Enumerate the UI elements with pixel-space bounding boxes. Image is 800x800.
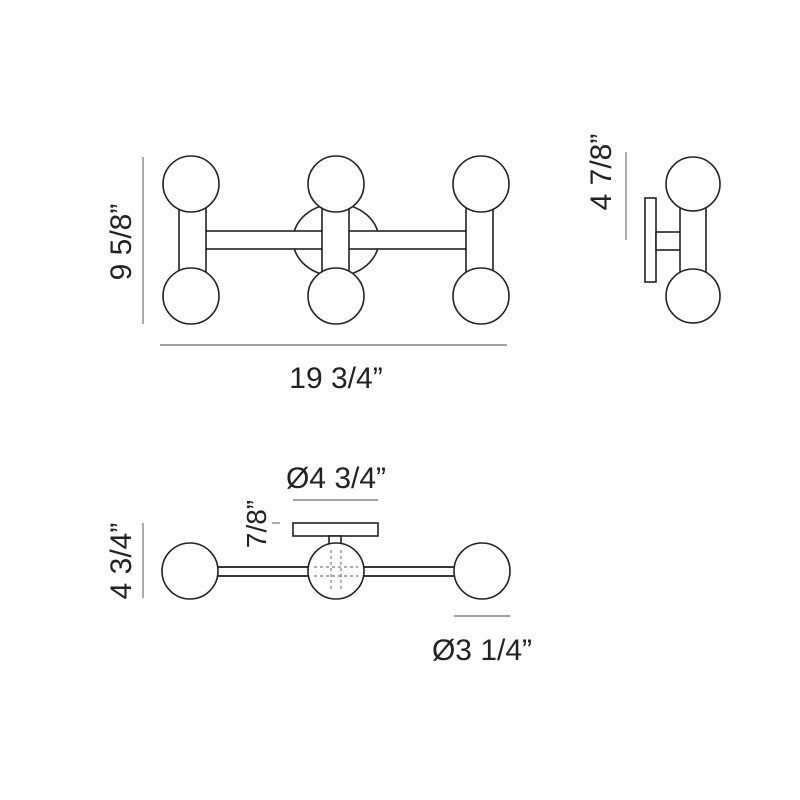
globe-diameter-label: Ø3 1/4” <box>432 634 532 667</box>
top-height-label: 4 3/4” <box>105 523 138 600</box>
front-globe-bottom-center <box>307 267 365 325</box>
side-depth-label: 4 7/8” <box>585 134 618 211</box>
side-globe-bottom <box>665 268 721 324</box>
front-globe-top-center <box>307 155 365 213</box>
front-stem-center <box>321 204 350 276</box>
front-height-label: 9 5/8” <box>105 204 138 281</box>
top-globe-center <box>307 542 365 600</box>
side-view: 4 7/8” <box>585 134 721 324</box>
front-view: 9 5/8” 19 3/4” <box>105 155 510 395</box>
side-globe-top <box>665 156 721 212</box>
top-canopy-diameter-label: Ø4 3/4” <box>286 462 386 495</box>
side-wall-plate <box>644 197 657 283</box>
top-globe-right <box>453 542 511 600</box>
top-view: Ø4 3/4” 7/8” 4 3/4” Ø3 1/4” <box>105 462 532 667</box>
front-globe-top-left <box>162 155 220 213</box>
top-canopy-depth-label: 7/8” <box>241 500 272 548</box>
side-stem <box>679 204 707 276</box>
front-stem-left <box>178 204 207 276</box>
top-canopy <box>292 522 379 537</box>
front-globe-bottom-left <box>162 267 220 325</box>
top-globe-left <box>161 542 219 600</box>
front-width-label: 19 3/4” <box>289 362 382 395</box>
front-stem-right <box>465 204 494 276</box>
front-globe-bottom-right <box>452 267 510 325</box>
front-globe-top-right <box>452 155 510 213</box>
